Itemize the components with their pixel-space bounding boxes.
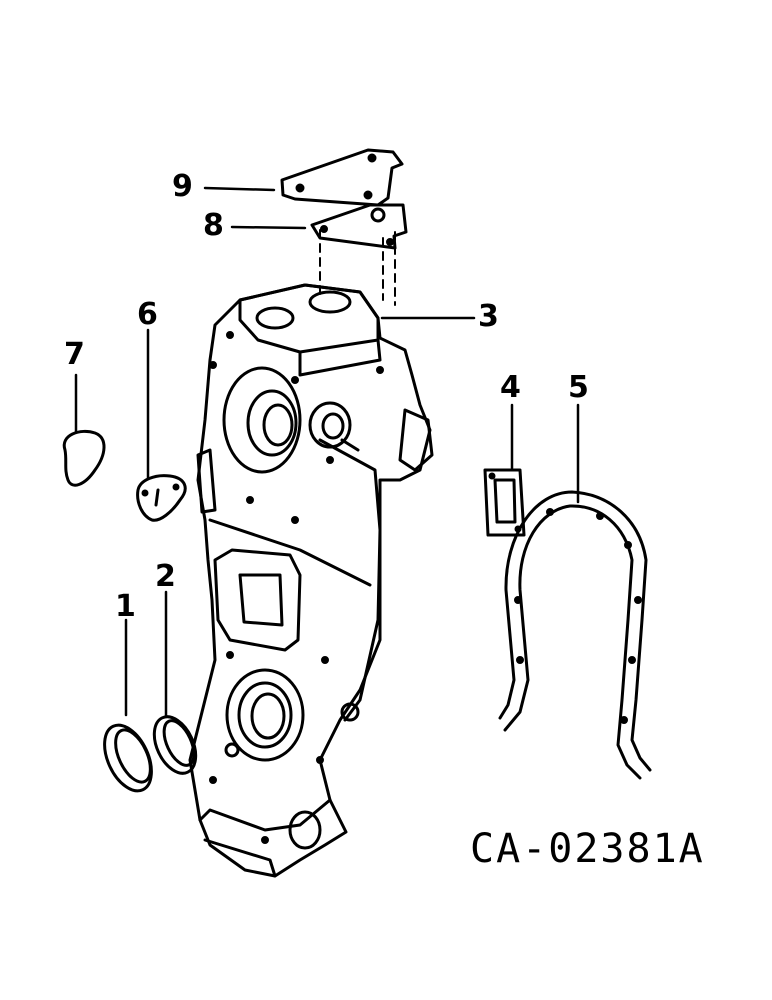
- alignment-dashes: [319, 229, 396, 306]
- callout-7: 7: [64, 337, 85, 372]
- callout-1: 1: [115, 589, 136, 624]
- part-3-front-cover: [188, 283, 434, 878]
- leader-9: [203, 186, 276, 192]
- part-5-gasket: [498, 490, 652, 780]
- callout-8: 8: [203, 208, 224, 243]
- part-8-gasket: [310, 203, 408, 250]
- part-6-cover-plate: [136, 474, 187, 522]
- leader-8: [230, 225, 307, 230]
- callout-4: 4: [500, 370, 521, 405]
- callout-9: 9: [172, 169, 193, 204]
- callout-3: 3: [478, 299, 499, 334]
- part-9-plate: [280, 148, 404, 207]
- leader-lines: [74, 186, 580, 717]
- part-1-seal: [103, 723, 153, 793]
- callout-2: 2: [155, 559, 176, 594]
- part-7-cap: [62, 429, 106, 487]
- part-4-gasket: [483, 468, 526, 537]
- part-2-seal: [152, 715, 198, 775]
- callout-5: 5: [568, 370, 589, 405]
- figure-code: CA-02381A: [470, 826, 705, 872]
- callout-6: 6: [137, 297, 158, 332]
